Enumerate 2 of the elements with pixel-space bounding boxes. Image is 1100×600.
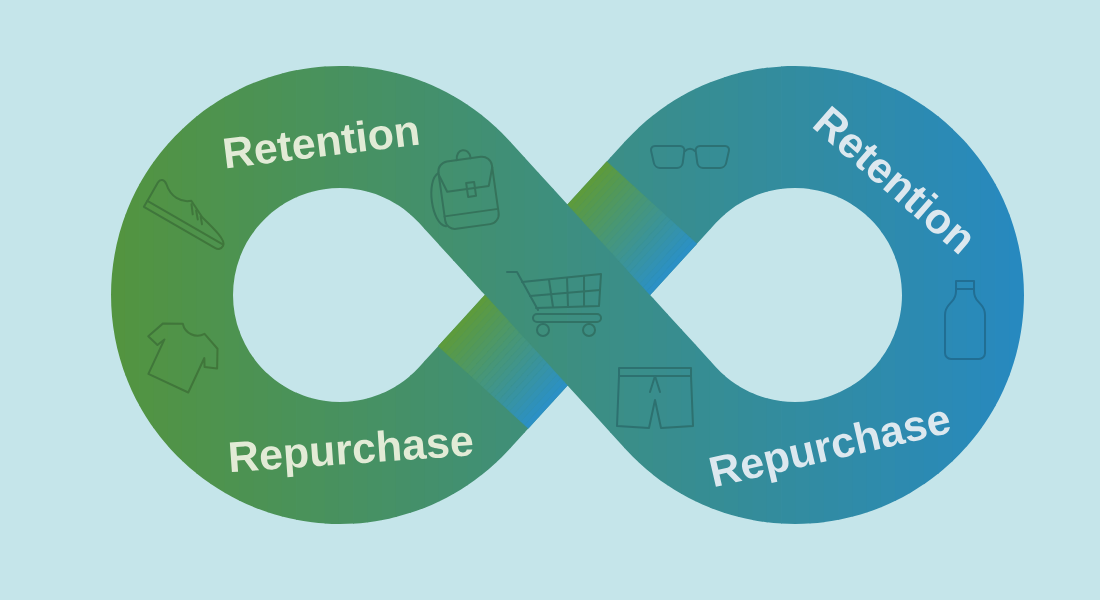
band-label: Repurchase [229,430,473,478]
band-label: Retention [223,120,419,169]
